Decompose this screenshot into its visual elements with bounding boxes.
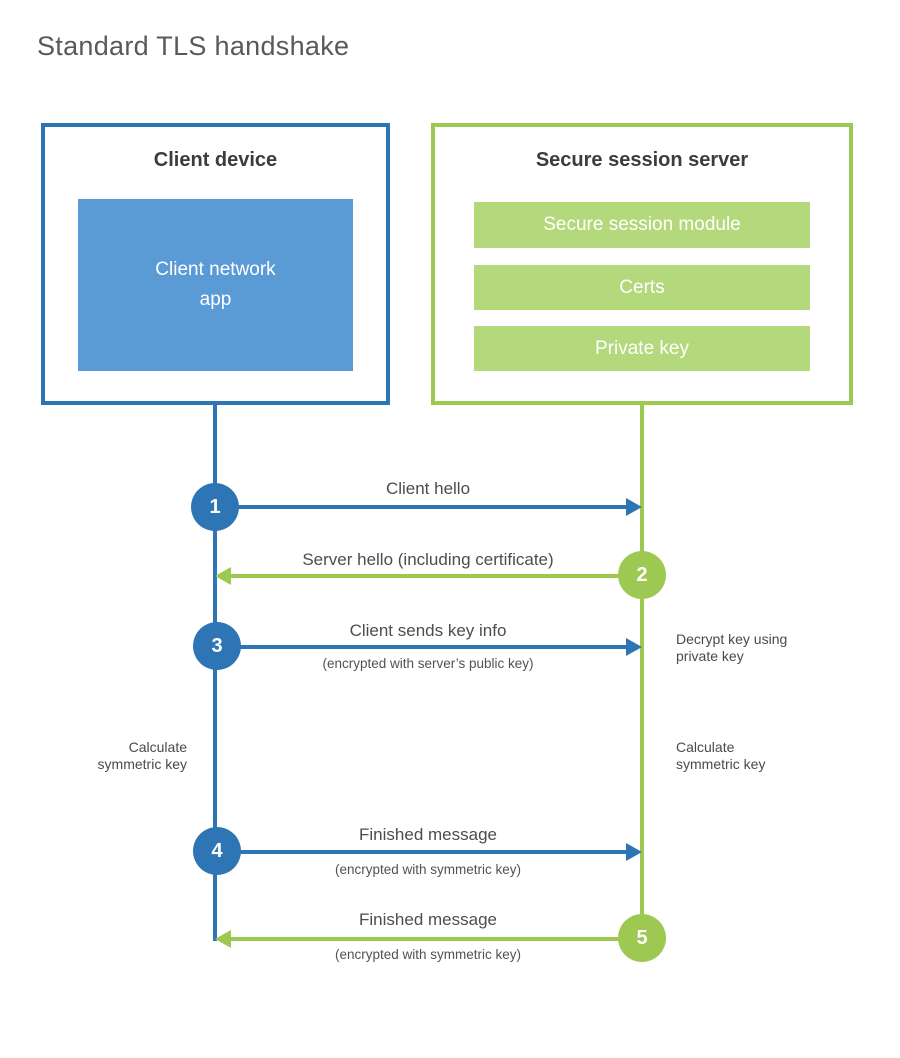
secure-session-server-box: Secure session server Secure session mod… <box>431 123 853 405</box>
calculate-symmetric-key-note-server: Calculate symmetric key <box>676 739 766 772</box>
step-1-label: Client hello <box>385 479 471 498</box>
step-3-sublabel: (encrypted with server’s public key) <box>322 656 534 671</box>
step-4-marker: 4 <box>193 827 241 875</box>
step-5-sublabel: (encrypted with symmetric key) <box>334 947 522 962</box>
step-1-marker: 1 <box>191 483 239 531</box>
client-lifeline <box>213 405 217 941</box>
calculate-symmetric-key-note-client: Calculate symmetric key <box>97 739 187 772</box>
page-title: Standard TLS handshake <box>37 31 350 61</box>
step-2-label: Server hello (including certificate) <box>302 550 554 569</box>
private-key-block: Private key <box>474 326 810 371</box>
step-5-marker: 5 <box>618 914 666 962</box>
secure-session-server-title: Secure session server <box>535 149 749 171</box>
step-4-sublabel: (encrypted with symmetric key) <box>334 862 522 877</box>
step-4-label: Finished message <box>359 825 497 844</box>
arrowhead-right-icon <box>626 498 642 516</box>
step-3-arrow <box>227 645 628 649</box>
step-2-arrow <box>231 574 640 578</box>
arrowhead-left-icon <box>215 567 231 585</box>
step-3-label: Client sends key info <box>349 621 507 640</box>
step-4-arrow <box>227 850 628 854</box>
step-5-label: Finished message <box>359 910 497 929</box>
decrypt-key-note: Decrypt key using private key <box>676 631 788 664</box>
certs-block: Certs <box>474 265 810 310</box>
secure-session-module-block: Secure session module <box>474 202 810 248</box>
step-1-arrow <box>225 505 628 509</box>
client-device-title: Client device <box>153 149 278 171</box>
step-2-marker: 2 <box>618 551 666 599</box>
client-device-box: Client device Client network app <box>41 123 390 405</box>
arrowhead-right-icon <box>626 638 642 656</box>
server-lifeline <box>640 405 644 940</box>
step-5-arrow <box>231 937 640 941</box>
client-network-app-block: Client network app <box>78 199 353 371</box>
step-3-marker: 3 <box>193 622 241 670</box>
arrowhead-right-icon <box>626 843 642 861</box>
arrowhead-left-icon <box>215 930 231 948</box>
